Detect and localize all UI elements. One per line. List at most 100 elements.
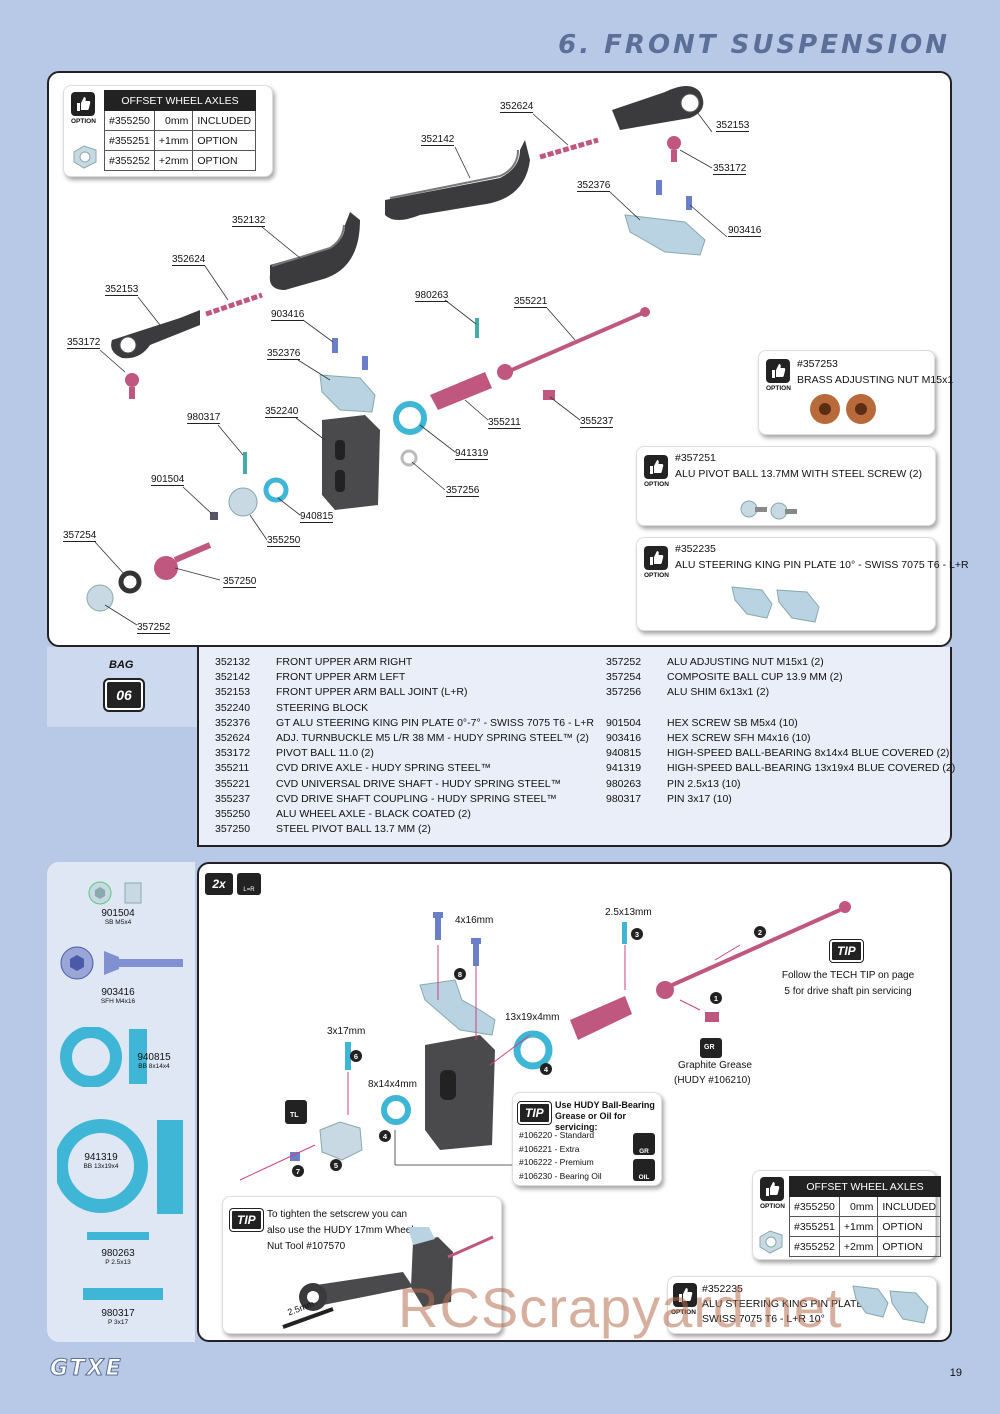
gr-icon-label: GR [704, 1044, 715, 1051]
callout-355237: 355237 [580, 416, 614, 428]
callout-352624-top: 352624 [500, 101, 534, 113]
step-4-a: 4 [540, 1063, 552, 1075]
part-code: 355237 [215, 792, 251, 805]
callout-901504: 901504 [151, 474, 185, 486]
grease-icon: GR [633, 1133, 655, 1155]
tip-badge-drive-shaft: TIP [829, 939, 864, 963]
thumbs-up-icon [644, 546, 668, 570]
option-label: OPTION [671, 1309, 696, 1316]
callout-903416-top: 903416 [728, 225, 762, 237]
row-code: #355252 [104, 150, 155, 171]
step-2: 2 [754, 926, 766, 938]
row-code: #355251 [104, 130, 155, 151]
callout-941319: 941319 [455, 448, 489, 460]
part-name: HEX SCREW SFH M4x16 (10) [667, 732, 811, 744]
label-pin-2-5x13: 2.5x13mm [605, 907, 652, 918]
option-label: OPTION [71, 118, 96, 125]
hardware-code: 980317 [101, 1308, 135, 1319]
part-name: STEEL PIVOT BALL 13.7 MM (2) [276, 823, 431, 836]
part-name: CVD DRIVE SHAFT COUPLING - HUDY SPRING S… [276, 792, 557, 805]
part-name: HIGH-SPEED BALL-BEARING 8x14x4 BLUE COVE… [667, 747, 950, 760]
ball-joint-top [612, 86, 704, 130]
row-status: INCLUDED [877, 1196, 942, 1217]
quantity-badge: 2x [205, 873, 233, 895]
callout-352376-top: 352376 [577, 180, 611, 192]
callout-355211: 355211 [488, 417, 521, 429]
option-name: ALU PIVOT BALL 13.7MM WITH STEEL SCREW (… [675, 468, 923, 480]
option-label: OPTION [644, 481, 669, 488]
part-name: CVD UNIVERSAL DRIVE SHAFT - HUDY SPRING … [276, 777, 562, 790]
thumbs-up-icon [760, 1177, 784, 1201]
option-code: #357251 [675, 452, 716, 464]
list-item: #106220 - Standard [519, 1130, 595, 1140]
hardware-desc: P 2.5x13 [105, 1259, 131, 1266]
step-6: 6 [350, 1050, 362, 1062]
page-number: 19 [949, 1367, 962, 1379]
part-code: 353172 [215, 747, 251, 760]
list-item: #106230 - Bearing Oil [519, 1170, 602, 1181]
step-8: 8 [454, 968, 466, 980]
tip-setscrew-text: To tighten the setscrew you can also use… [267, 1209, 414, 1252]
row-status: OPTION [877, 1216, 942, 1237]
part-code: 352142 [215, 671, 251, 684]
step-3: 3 [631, 928, 643, 940]
callout-357254: 357254 [63, 530, 97, 542]
part-code: 903416 [606, 732, 642, 744]
callout-352624-left: 352624 [172, 254, 206, 266]
brass-nut-image [810, 394, 876, 424]
upper-arm-left [385, 140, 530, 220]
option-name: ALU STEERING KING PIN PLATE 10° - SWISS … [675, 559, 969, 571]
option-brass-adjusting-nut: OPTION #357253 BRASS ADJUSTING NUT M15x1 [758, 350, 953, 435]
option-code: #352235 [675, 543, 716, 555]
part-name: PIN 2.5x13 (10) [667, 777, 741, 790]
option-name-line1: ALU STEERING KING PIN PLATE [702, 1298, 864, 1310]
callout-355221: 355221 [514, 296, 548, 308]
bearing-13x19x4-image [57, 1119, 183, 1214]
tip-drive-shaft-text: Follow the TECH TIP on page 5 for drive … [781, 970, 915, 997]
label-screw-4x16: 4x16mm [455, 915, 494, 926]
tip-setscrew-box: TIP To tighten the setscrew you can also… [222, 1196, 502, 1334]
part-name: HEX SCREW SB M5x4 (10) [667, 716, 798, 729]
option-label: OPTION [644, 572, 669, 579]
section-title: 6. FRONT SUSPENSION [558, 30, 950, 60]
row-status: OPTION [192, 150, 257, 171]
list-item: 355237 CVD DRIVE SHAFT COUPLING - HUDY SP… [215, 792, 594, 807]
king-pin-plate-image [731, 586, 820, 623]
row-offset: +1mm [153, 130, 194, 151]
part-name: FRONT UPPER ARM LEFT [276, 671, 406, 684]
bag-indicator: BAG 06 [47, 647, 197, 727]
hardware-code: 940815 [137, 1052, 171, 1063]
wheel-axle-image [759, 1230, 783, 1254]
hardware-desc: BB 13x19x4 [83, 1163, 119, 1170]
gr-icon [700, 1038, 722, 1058]
part-code: 352240 [215, 701, 251, 714]
callout-352376-left: 352376 [267, 348, 301, 360]
label-pin-3x17: 3x17mm [327, 1026, 366, 1037]
list-item: 352142 FRONT UPPER ARM LEFT [215, 670, 594, 685]
hardware-code: 941319 [84, 1152, 118, 1163]
part-code: 357256 [606, 686, 642, 699]
callout-355250: 355250 [267, 535, 301, 547]
